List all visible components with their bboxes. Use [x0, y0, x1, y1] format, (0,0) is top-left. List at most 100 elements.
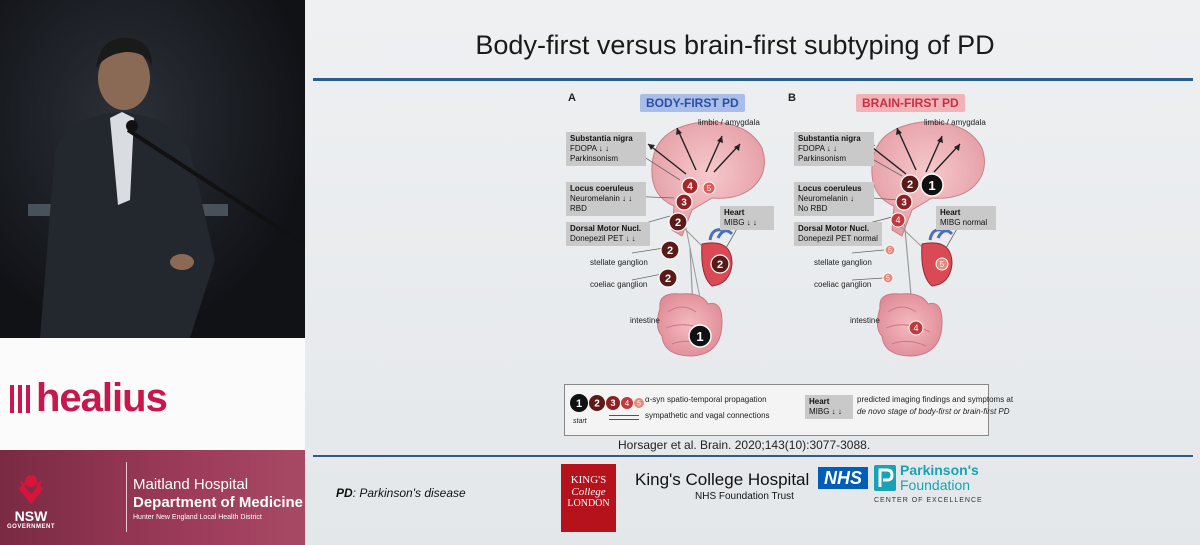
panel-b-letter: B	[788, 92, 796, 104]
panel-a-letter: A	[568, 92, 576, 104]
legend-n2: 2	[594, 399, 600, 410]
node-b-sn-label: 2	[907, 179, 913, 191]
node-b-heart	[935, 257, 949, 271]
node-b-coeliac	[882, 272, 894, 284]
panel-b-lc-line2: No RBD	[798, 204, 828, 213]
footnote-text: : Parkinson's disease	[352, 486, 466, 500]
node-a-sn-label: 4	[687, 182, 693, 193]
legend-heart-line1: MIBG ↓ ↓	[809, 407, 842, 416]
node-a-coeliac-label: 2	[665, 273, 671, 285]
panel-a-heading: BODY-FIRST PD	[640, 94, 745, 112]
legend-node-scale: 1 2 3 4 5 start	[570, 394, 644, 425]
legend-heart-title: Heart	[809, 397, 830, 406]
panel-b-intestine-label: intestine	[850, 316, 880, 325]
pf-text: Parkinson's Foundation	[900, 463, 979, 493]
node-a-limbic-label: 5	[707, 184, 712, 193]
node-b-lc	[895, 193, 913, 211]
node-b-limbic	[920, 173, 944, 197]
healius-mark-icon	[10, 385, 30, 413]
kcl-line3: LONDON	[567, 498, 610, 509]
panel-b-dmn-box: Dorsal Motor Nucl.Donepezil PET normal	[794, 222, 882, 246]
node-a-intestine	[688, 324, 712, 348]
node-b-heart-label: 5	[940, 260, 945, 269]
node-a-dmn	[668, 212, 688, 232]
healius-logo: healius	[10, 376, 168, 421]
node-b-coeliac-label: 5	[886, 276, 890, 283]
healius-text: healius	[36, 376, 168, 420]
pf-line2: Foundation	[900, 477, 971, 493]
panel-b-heart-title: Heart	[940, 208, 961, 217]
kch-line2: NHS Foundation Trust	[695, 491, 794, 502]
panel-b-heading: BRAIN-FIRST PD	[856, 94, 965, 112]
panel-b-heart-line1: MIBG normal	[940, 218, 988, 227]
panel-b-sn-title: Substantia nigra	[798, 134, 861, 143]
node-b-stellate	[884, 244, 896, 256]
panel-a-dmn-line1: Donepezil PET ↓ ↓	[570, 234, 636, 243]
panel-b-nodes: 2 1 3 4 5 5 5 4	[882, 173, 949, 336]
node-a-sn	[681, 177, 699, 195]
panel-b-limbic-label: limbic / amygdala	[924, 118, 986, 127]
panel-a-dmn-title: Dorsal Motor Nucl.	[570, 224, 642, 233]
pd-subtype-figure: 4 5 3 2 2 2 2 1 2 1 3 4 5	[562, 88, 996, 436]
kings-college-hospital-logo: King's College Hospital NHS Foundation T…	[635, 470, 809, 504]
citation: Horsager et al. Brain. 2020;143(10):3077…	[618, 438, 871, 452]
presentation-slide: Body-first versus brain-first subtyping …	[305, 0, 1200, 545]
sponsor-logo-area	[0, 338, 312, 450]
legend-n3: 3	[610, 398, 615, 408]
panel-b-sn-line2: Parkinsonism	[798, 154, 847, 163]
node-a-dmn-label: 2	[675, 217, 681, 229]
maitland-line2: Department of Medicine	[133, 494, 304, 511]
panel-b-lc-line1: Neuromelanin ↓	[798, 194, 855, 203]
kcl-line2: College	[571, 486, 606, 498]
speaker-figure	[28, 37, 307, 338]
panel-b-stellate-label: stellate ganglion	[814, 258, 872, 267]
pf-line1: Parkinson's	[900, 462, 979, 478]
footer-divider	[313, 455, 1193, 457]
node-a-intestine-label: 1	[696, 329, 703, 344]
node-b-intestine	[908, 320, 924, 336]
maitland-banner	[0, 450, 312, 545]
node-a-coeliac	[658, 268, 678, 288]
maitland-text: Maitland Hospital Department of Medicine…	[133, 476, 303, 524]
kcl-line1: KING'S	[570, 474, 607, 486]
panel-a-heart-line1: MIBG ↓ ↓	[724, 218, 757, 227]
speaker-video	[0, 0, 312, 338]
panel-a-dmn-box: Dorsal Motor Nucl.Donepezil PET ↓ ↓	[566, 222, 650, 246]
panel-b-dmn-line1: Donepezil PET normal	[798, 234, 878, 243]
node-a-limbic	[702, 181, 716, 195]
kch-line1: King's College Hospital	[635, 470, 810, 489]
slide-title: Body-first versus brain-first subtyping …	[475, 30, 995, 60]
node-b-limbic-label: 1	[928, 178, 935, 193]
legend-propagation: α-syn spatio-temporal propagation	[645, 395, 767, 404]
node-a-heart-label: 2	[717, 259, 723, 271]
nsw-logo: NSW GOVERNMENT	[6, 470, 56, 540]
panel-a-sn-title: Substantia nigra	[570, 134, 633, 143]
node-a-lc	[675, 193, 693, 211]
panel-b-dmn-title: Dorsal Motor Nucl.	[798, 224, 870, 233]
panel-a-lc-line2: RBD	[570, 204, 587, 213]
legend-n5: 5	[637, 401, 641, 408]
anatomy-diagram: 4 5 3 2 2 2 2 1 2 1 3 4 5	[623, 121, 985, 357]
legend-n1: 1	[576, 398, 582, 410]
legend-predicted-line2: de novo stage of body-first or brain-fir…	[857, 407, 1010, 416]
node-b-sn	[900, 174, 920, 194]
panel-a-intestine-label: intestine	[630, 316, 660, 325]
waratah-icon	[18, 475, 44, 504]
panel-a-heart-title: Heart	[724, 208, 745, 217]
node-a-heart	[710, 254, 730, 274]
legend-start: start	[573, 418, 588, 425]
node-b-lc-label: 3	[901, 198, 907, 209]
legend-connections: sympathetic and vagal connections	[645, 411, 770, 420]
maitland-line1: Maitland Hospital	[133, 476, 249, 493]
panel-a-sn-line1: FDOPA ↓ ↓	[570, 144, 609, 153]
pf-line3: CENTER OF EXCELLENCE	[874, 497, 983, 504]
legend-n4: 4	[625, 399, 630, 408]
node-a-stellate-label: 2	[667, 245, 673, 257]
footnote-abbr: PD	[336, 486, 353, 500]
panel-a-nodes: 4 5 3 2 2 2 2 1	[658, 177, 730, 348]
